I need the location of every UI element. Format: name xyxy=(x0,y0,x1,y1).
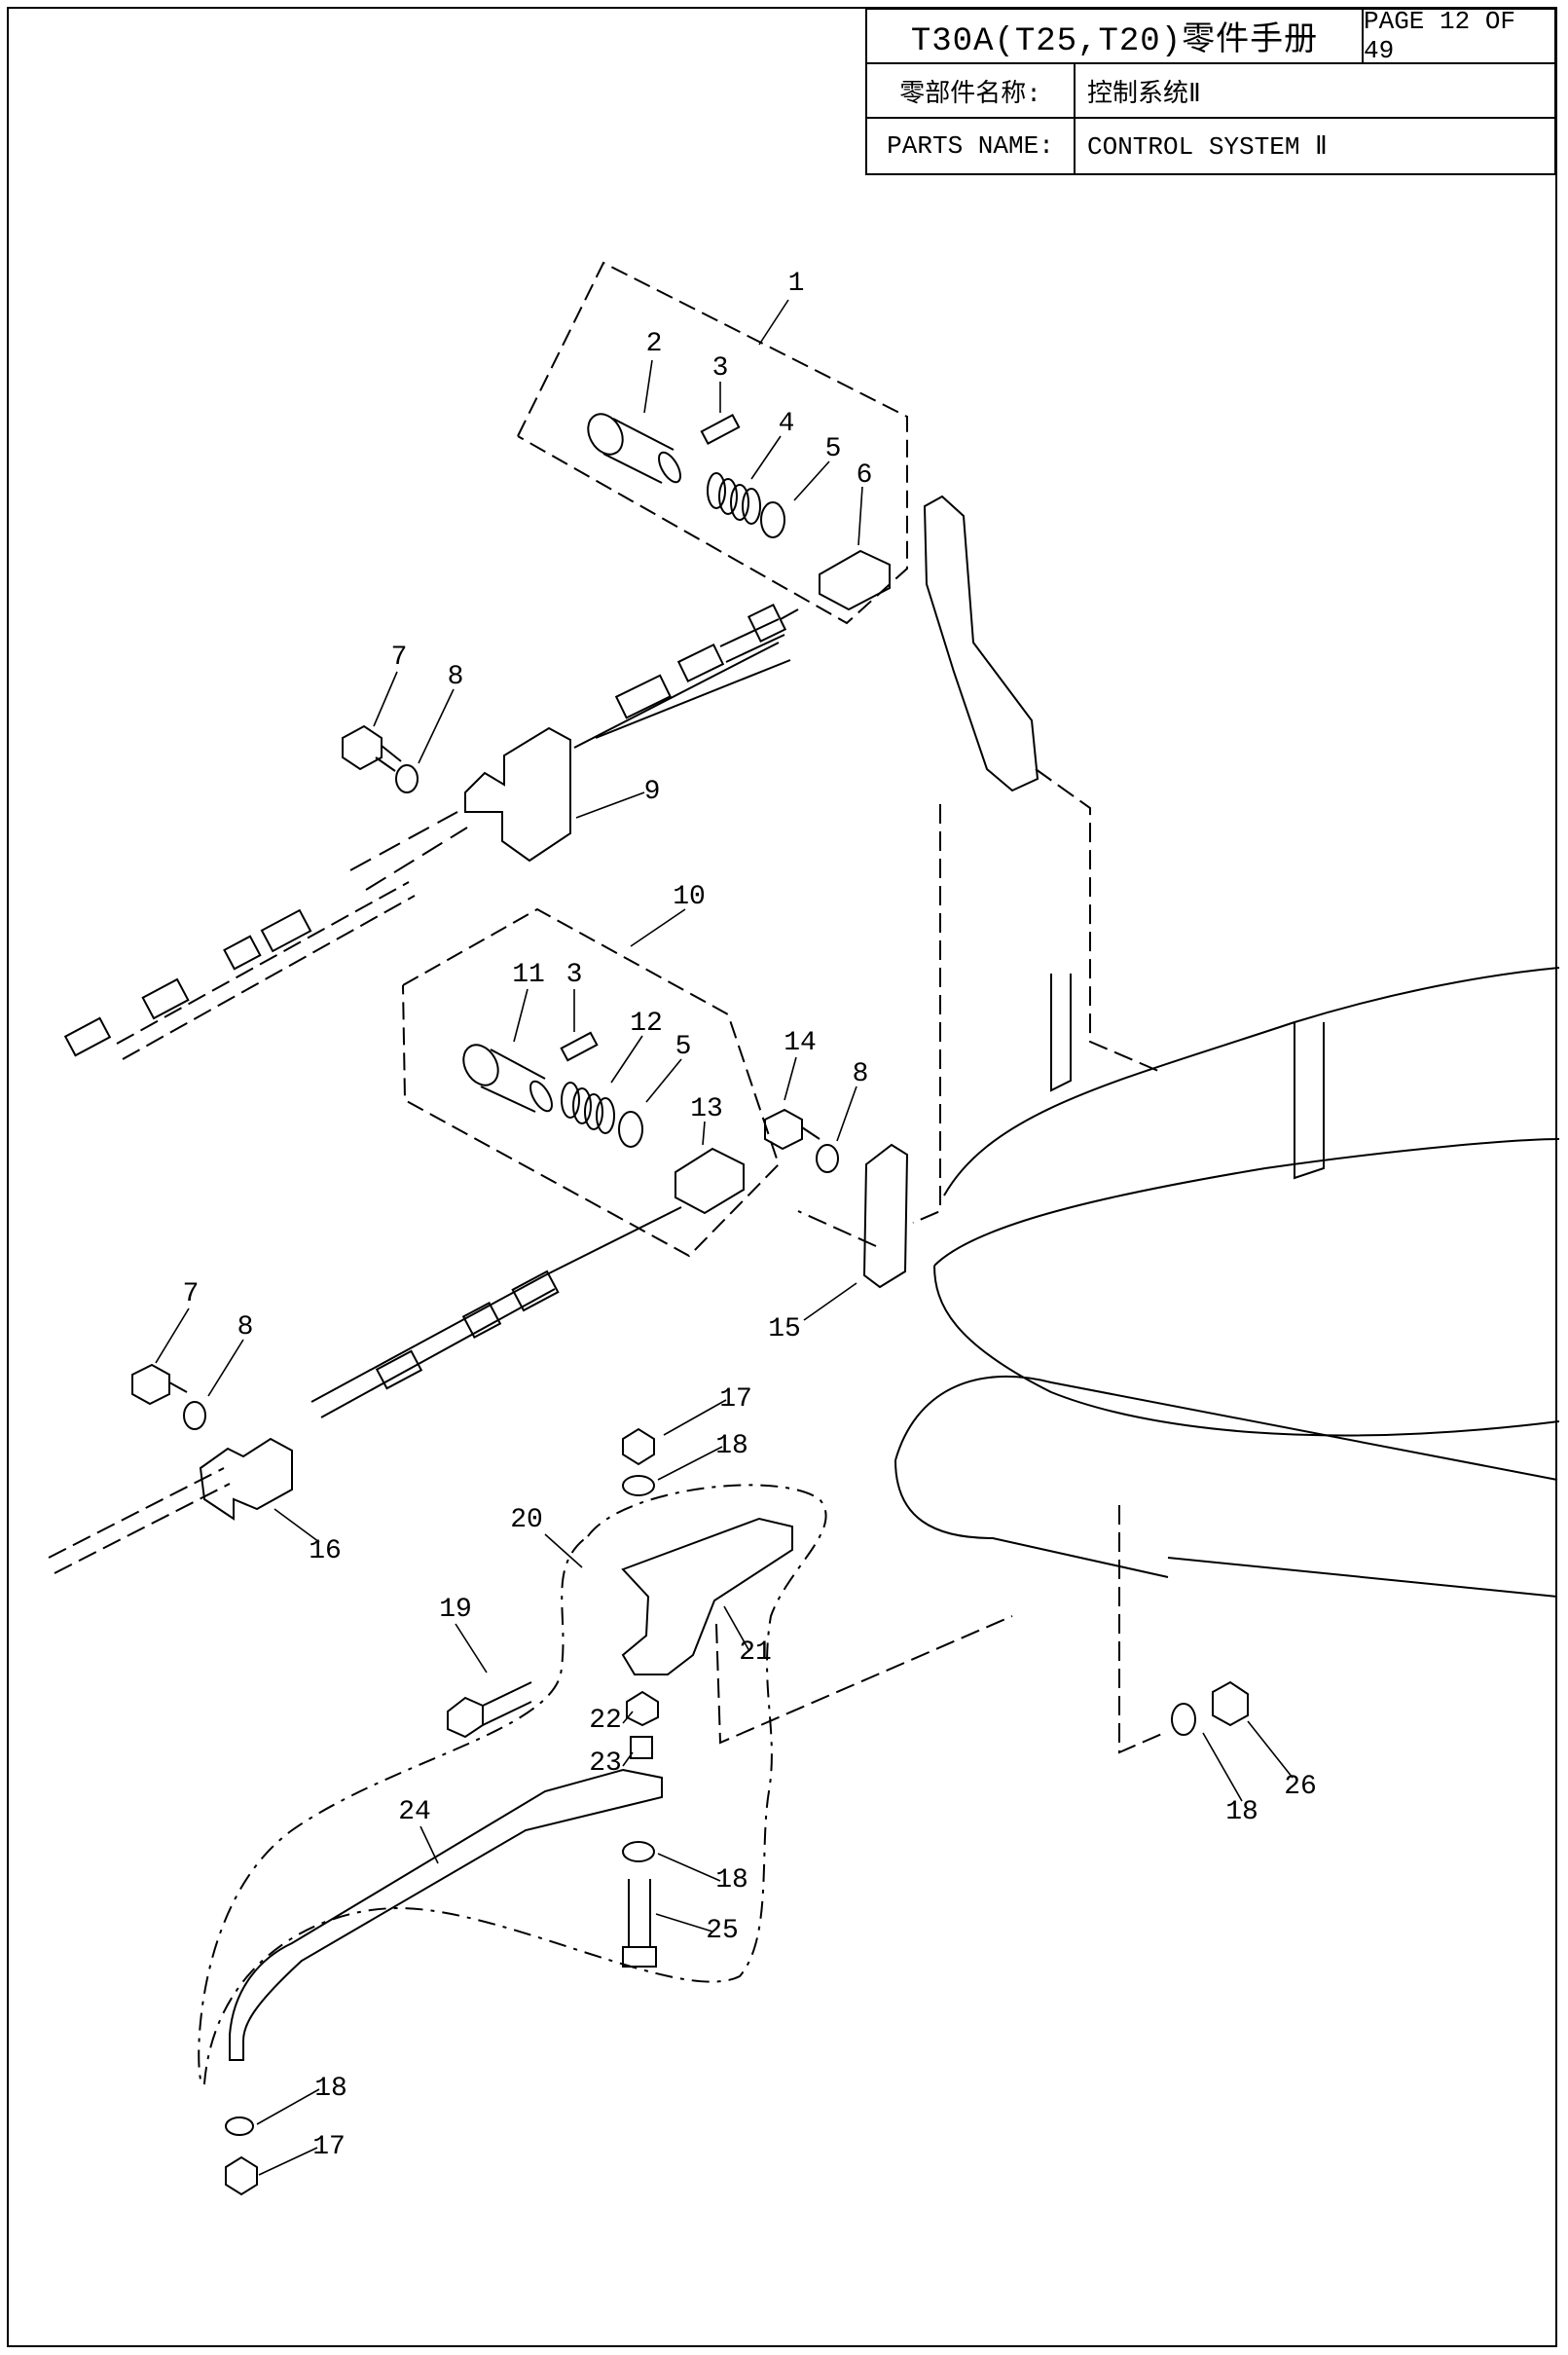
part-callout-3: 3 xyxy=(712,353,729,384)
parts-name-label-cn: 零部件名称: xyxy=(867,64,1076,119)
nut-26 xyxy=(1212,1680,1249,1727)
part-callout-18: 18 xyxy=(715,1431,748,1461)
title-block: T30A(T25,T20)零件手册 PAGE 12 OF 49 零部件名称: 控… xyxy=(865,7,1556,175)
part-callout-4: 4 xyxy=(779,409,795,439)
pin-3-lower xyxy=(560,1031,599,1062)
part-callout-2: 2 xyxy=(646,329,663,359)
part-callout-16: 16 xyxy=(309,1536,342,1566)
bracket-9 xyxy=(464,726,571,863)
spring-4 xyxy=(707,472,761,525)
bolt-14 xyxy=(764,1108,820,1151)
washer-18-right xyxy=(1171,1703,1196,1736)
nut-22 xyxy=(626,1690,659,1727)
part-callout-14: 14 xyxy=(784,1028,817,1058)
washer-18-upper xyxy=(622,1475,655,1496)
part-callout-12: 12 xyxy=(630,1009,663,1039)
link-15 xyxy=(862,1143,909,1289)
part-callout-8: 8 xyxy=(237,1312,254,1343)
washer-5-lower xyxy=(618,1111,643,1148)
leader-right xyxy=(1118,1505,1165,1754)
part-callout-9: 9 xyxy=(644,777,661,807)
part-callout-21: 21 xyxy=(739,1637,772,1668)
bolt-25 xyxy=(622,1879,657,1968)
part-callout-17: 17 xyxy=(312,2132,346,2162)
part-callout-25: 25 xyxy=(706,1916,739,1946)
group-outline-1 xyxy=(517,261,908,625)
part-callout-11: 11 xyxy=(512,960,545,990)
part-callout-13: 13 xyxy=(690,1094,723,1124)
part-callout-10: 10 xyxy=(673,882,706,912)
lever-24 xyxy=(229,1768,663,2061)
part-callout-18: 18 xyxy=(1225,1797,1258,1827)
leader-9 xyxy=(912,804,941,1224)
part-callout-15: 15 xyxy=(768,1314,801,1344)
page-number: PAGE 12 OF 49 xyxy=(1364,7,1554,65)
part-callout-7: 7 xyxy=(183,1279,200,1309)
pin-2 xyxy=(587,413,681,484)
part-callout-17: 17 xyxy=(719,1384,752,1415)
cable-upper xyxy=(63,603,799,1060)
group-outline-10 xyxy=(402,907,781,1258)
plate-21 xyxy=(621,1517,793,1675)
collar-23 xyxy=(630,1736,653,1759)
clevis-13 xyxy=(675,1147,745,1215)
part-callout-24: 24 xyxy=(398,1797,431,1827)
part-callout-3: 3 xyxy=(566,960,583,990)
part-callout-6: 6 xyxy=(857,460,873,491)
part-callout-8: 8 xyxy=(448,662,464,692)
group-outline-20 xyxy=(198,1484,827,2086)
parts-name-value-en: CONTROL SYSTEM Ⅱ xyxy=(1087,131,1328,162)
part-callout-26: 26 xyxy=(1284,1772,1317,1802)
part-callout-5: 5 xyxy=(825,434,842,464)
part-callout-19: 19 xyxy=(439,1595,472,1625)
bolt-19 xyxy=(447,1681,532,1739)
spring-12 xyxy=(561,1082,615,1134)
part-callout-18: 18 xyxy=(314,2074,347,2104)
washer-5 xyxy=(760,501,785,538)
leader-15 xyxy=(797,1210,877,1247)
bolt-7-upper xyxy=(342,724,402,772)
washer-8-mid xyxy=(816,1144,839,1173)
parts-name-value-cn: 控制系统Ⅱ xyxy=(1076,64,1554,119)
part-callout-22: 22 xyxy=(589,1706,622,1736)
leader-21 xyxy=(715,1615,1013,1745)
parts-name-label-en: PARTS NAME: xyxy=(867,119,1076,173)
part-callout-5: 5 xyxy=(675,1032,692,1062)
pin-11 xyxy=(462,1044,553,1113)
part-callout-8: 8 xyxy=(853,1059,869,1089)
part-callout-20: 20 xyxy=(510,1505,543,1535)
part-callout-7: 7 xyxy=(391,643,408,673)
part-callout-1: 1 xyxy=(788,269,805,299)
clevis-6 xyxy=(819,549,891,611)
pin-3 xyxy=(700,414,741,445)
leader-handle xyxy=(1035,768,1159,1072)
manual-title: T30A(T25,T20)零件手册 xyxy=(867,10,1364,64)
washer-18-mid xyxy=(622,1841,655,1862)
nut-17-upper xyxy=(622,1427,655,1466)
cable-lower xyxy=(48,1206,682,1574)
nut-17-lower xyxy=(225,2155,258,2196)
washer-8-upper xyxy=(395,764,419,793)
part-callout-23: 23 xyxy=(589,1748,622,1779)
washer-18-lower xyxy=(225,2116,254,2136)
page-border xyxy=(7,7,1557,2347)
washer-8-lower xyxy=(183,1401,206,1430)
part-callout-18: 18 xyxy=(715,1865,748,1895)
bolt-7-lower xyxy=(131,1363,188,1406)
throttle-handle xyxy=(923,495,1039,792)
cowling-housing xyxy=(894,967,1560,1598)
bracket-16 xyxy=(199,1437,293,1521)
